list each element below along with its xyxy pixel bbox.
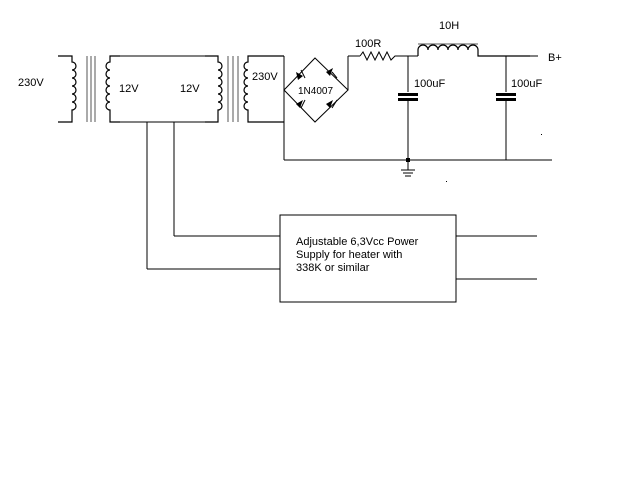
ground-icon [401, 160, 415, 177]
t1-primary-coil [58, 55, 77, 123]
capacitor-2-plate [496, 93, 516, 96]
t2-secondary-coil [243, 55, 284, 123]
diode-bar [300, 99, 306, 109]
heater-supply-box [279, 214, 457, 303]
label-t1-12v: 12V [119, 83, 139, 95]
capacitor-2-plate [496, 98, 516, 101]
heater-box-line-3: 338K or similar [296, 262, 370, 274]
t2-primary-coil [205, 55, 223, 123]
label-bplus: B+ [548, 52, 562, 64]
resistor-100r [359, 50, 418, 62]
label-resistor: 100R [355, 38, 381, 50]
bridge-rectifier [283, 56, 349, 123]
heater-box-line-2: Supply for heater with [296, 249, 402, 261]
bridge-diamond [283, 57, 349, 123]
t1-secondary-coil [105, 55, 120, 123]
label-choke: 10H [439, 20, 459, 32]
diode-bar [331, 71, 338, 79]
capacitor-1-plate [398, 98, 418, 101]
label-cap1: 100uF [414, 78, 445, 90]
diode-icon [296, 100, 303, 108]
diode-icon [296, 72, 303, 80]
label-t2-12v: 12V [180, 83, 200, 95]
label-t2-230v: 230V [252, 71, 278, 83]
diode-icon [326, 100, 333, 108]
capacitor-1-plate [398, 93, 418, 96]
diode-bar [300, 69, 306, 79]
diode-icon [326, 68, 333, 76]
transformer-2 [205, 55, 284, 123]
label-bridge: 1N4007 [298, 86, 333, 97]
stray-dot [541, 134, 542, 135]
choke-10h [417, 44, 530, 57]
stray-dot [446, 181, 447, 182]
diode-bar [331, 99, 338, 109]
heater-box-line-1: Adjustable 6,3Vcc Power [296, 236, 419, 248]
label-cap2: 100uF [511, 78, 542, 90]
transformer-1 [58, 55, 120, 123]
label-mains-230v: 230V [18, 77, 44, 89]
